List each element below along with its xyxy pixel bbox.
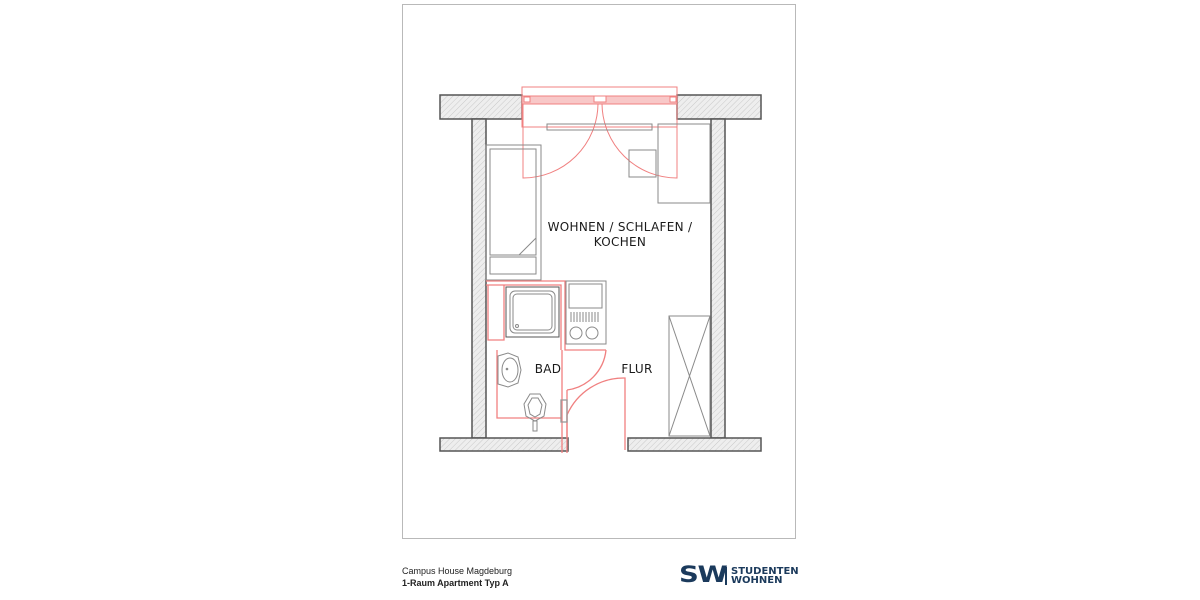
walls [439, 94, 762, 452]
wall-top-left [439, 94, 523, 120]
shower [505, 286, 560, 338]
desk [628, 123, 711, 204]
logo-mark: SW [679, 563, 728, 588]
wall-left [471, 118, 487, 439]
room-label-living: WOHNEN / SCHLAFEN / [548, 220, 693, 234]
wall-right [710, 118, 726, 439]
window-doors [521, 86, 678, 179]
logo-separator [725, 567, 727, 585]
wardrobe [668, 315, 711, 437]
logo-text: STUDENTEN WOHNEN [731, 565, 799, 586]
bath-door-swing [566, 349, 607, 391]
studentenwohnen-logo: SW STUDENTEN WOHNEN [679, 563, 799, 588]
wall-bottom-left [439, 437, 569, 452]
apartment-type: 1-Raum Apartment Typ A [402, 578, 509, 588]
room-label-bath: BAD [535, 362, 562, 376]
washbasin [497, 352, 522, 388]
entry-door-swing [566, 377, 626, 450]
project-name: Campus House Magdeburg [402, 566, 513, 576]
wall-bottom-right [627, 437, 762, 452]
shelf [546, 123, 653, 131]
footer-caption: Campus House Magdeburg 1-Raum Apartment … [402, 565, 512, 589]
toilet [523, 393, 547, 432]
door-swing-left [522, 103, 599, 179]
kitchenette [565, 280, 607, 345]
door-swing-right [601, 103, 678, 179]
logo-line1: STUDENTEN [731, 565, 799, 577]
room-label-living-2: KOCHEN [594, 235, 646, 249]
bed [485, 144, 542, 281]
wall-top-right [676, 94, 762, 120]
chair [628, 149, 657, 178]
logo-line2: WOHNEN [731, 575, 783, 586]
room-label-hall: FLUR [621, 362, 652, 376]
